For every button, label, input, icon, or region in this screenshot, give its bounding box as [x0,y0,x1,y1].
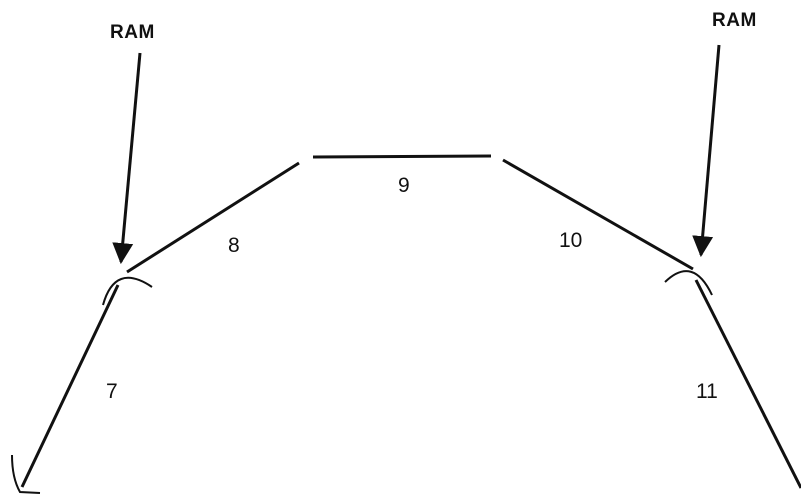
segment-10-line [502,158,694,271]
segment-9-label: 9 [398,174,410,197]
ram-label-right: RAM [712,10,757,31]
segment-7-line [20,284,120,488]
hinge-arc-left [102,276,153,306]
segment-7-label: 7 [106,380,118,403]
segment-11-label: 11 [696,380,718,403]
hinge-arc-right [664,270,713,296]
segment-8-line [126,161,300,274]
segment-8-label: 8 [228,234,240,257]
ram-label-left: RAM [110,22,155,43]
ram-arrow-right [692,44,721,258]
segment-11-line [694,279,801,489]
segment-9-line [312,154,492,159]
segment-7-end-hook [11,454,41,494]
ram-arrow-left [112,52,142,265]
segment-10-label: 10 [559,229,582,252]
